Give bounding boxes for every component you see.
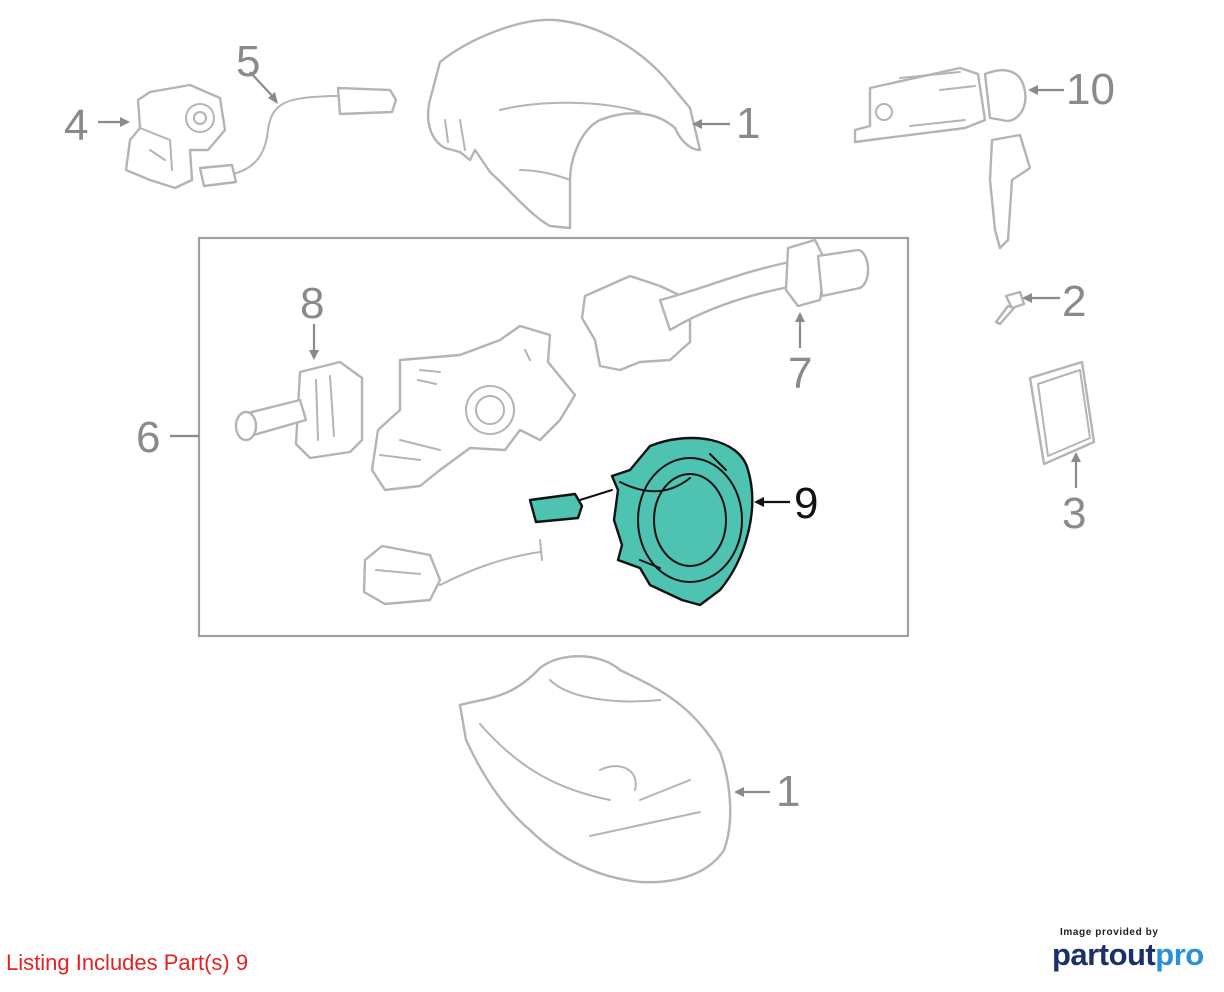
part-3-plate[interactable] — [1028, 360, 1096, 466]
part-6-connector[interactable] — [362, 539, 543, 606]
brand-pro-text: pro — [1155, 937, 1204, 972]
callout-8: 8 — [300, 279, 324, 328]
part-7-stalk-switch[interactable] — [580, 238, 870, 372]
callout-10: 10 — [1066, 65, 1115, 114]
callout-7: 7 — [788, 349, 812, 398]
callout-1-top: 1 — [736, 99, 760, 148]
part-1-upper-column-cover[interactable] — [426, 18, 702, 230]
part-2-screw[interactable] — [994, 290, 1026, 326]
part-5-wire-harness[interactable] — [198, 86, 398, 188]
part-4-ignition-switch[interactable] — [124, 83, 227, 190]
part-1-lower-column-cover[interactable] — [458, 655, 732, 884]
callout-9: 9 — [794, 479, 818, 528]
callout-5: 5 — [236, 37, 260, 86]
brand-logo[interactable]: Image provided by partoutpro — [1052, 927, 1212, 972]
part-8-switch[interactable] — [234, 360, 364, 460]
brand-part-text: partout — [1052, 937, 1156, 972]
callout-2: 2 — [1062, 277, 1086, 326]
image-provided-by-text: Image provided by — [1060, 927, 1159, 938]
part-6-switch-bracket[interactable] — [370, 324, 577, 492]
callout-3: 3 — [1062, 489, 1086, 538]
listing-includes-text: Listing Includes Part(s) 9 — [6, 950, 249, 975]
callout-6: 6 — [136, 413, 160, 462]
part-9-clock-spring[interactable] — [528, 436, 754, 607]
part-10-lock-cylinder[interactable] — [853, 66, 1032, 250]
callout-1-bottom: 1 — [776, 767, 800, 816]
callout-4: 4 — [64, 101, 88, 150]
brand-wordmark: partoutpro — [1052, 938, 1212, 972]
